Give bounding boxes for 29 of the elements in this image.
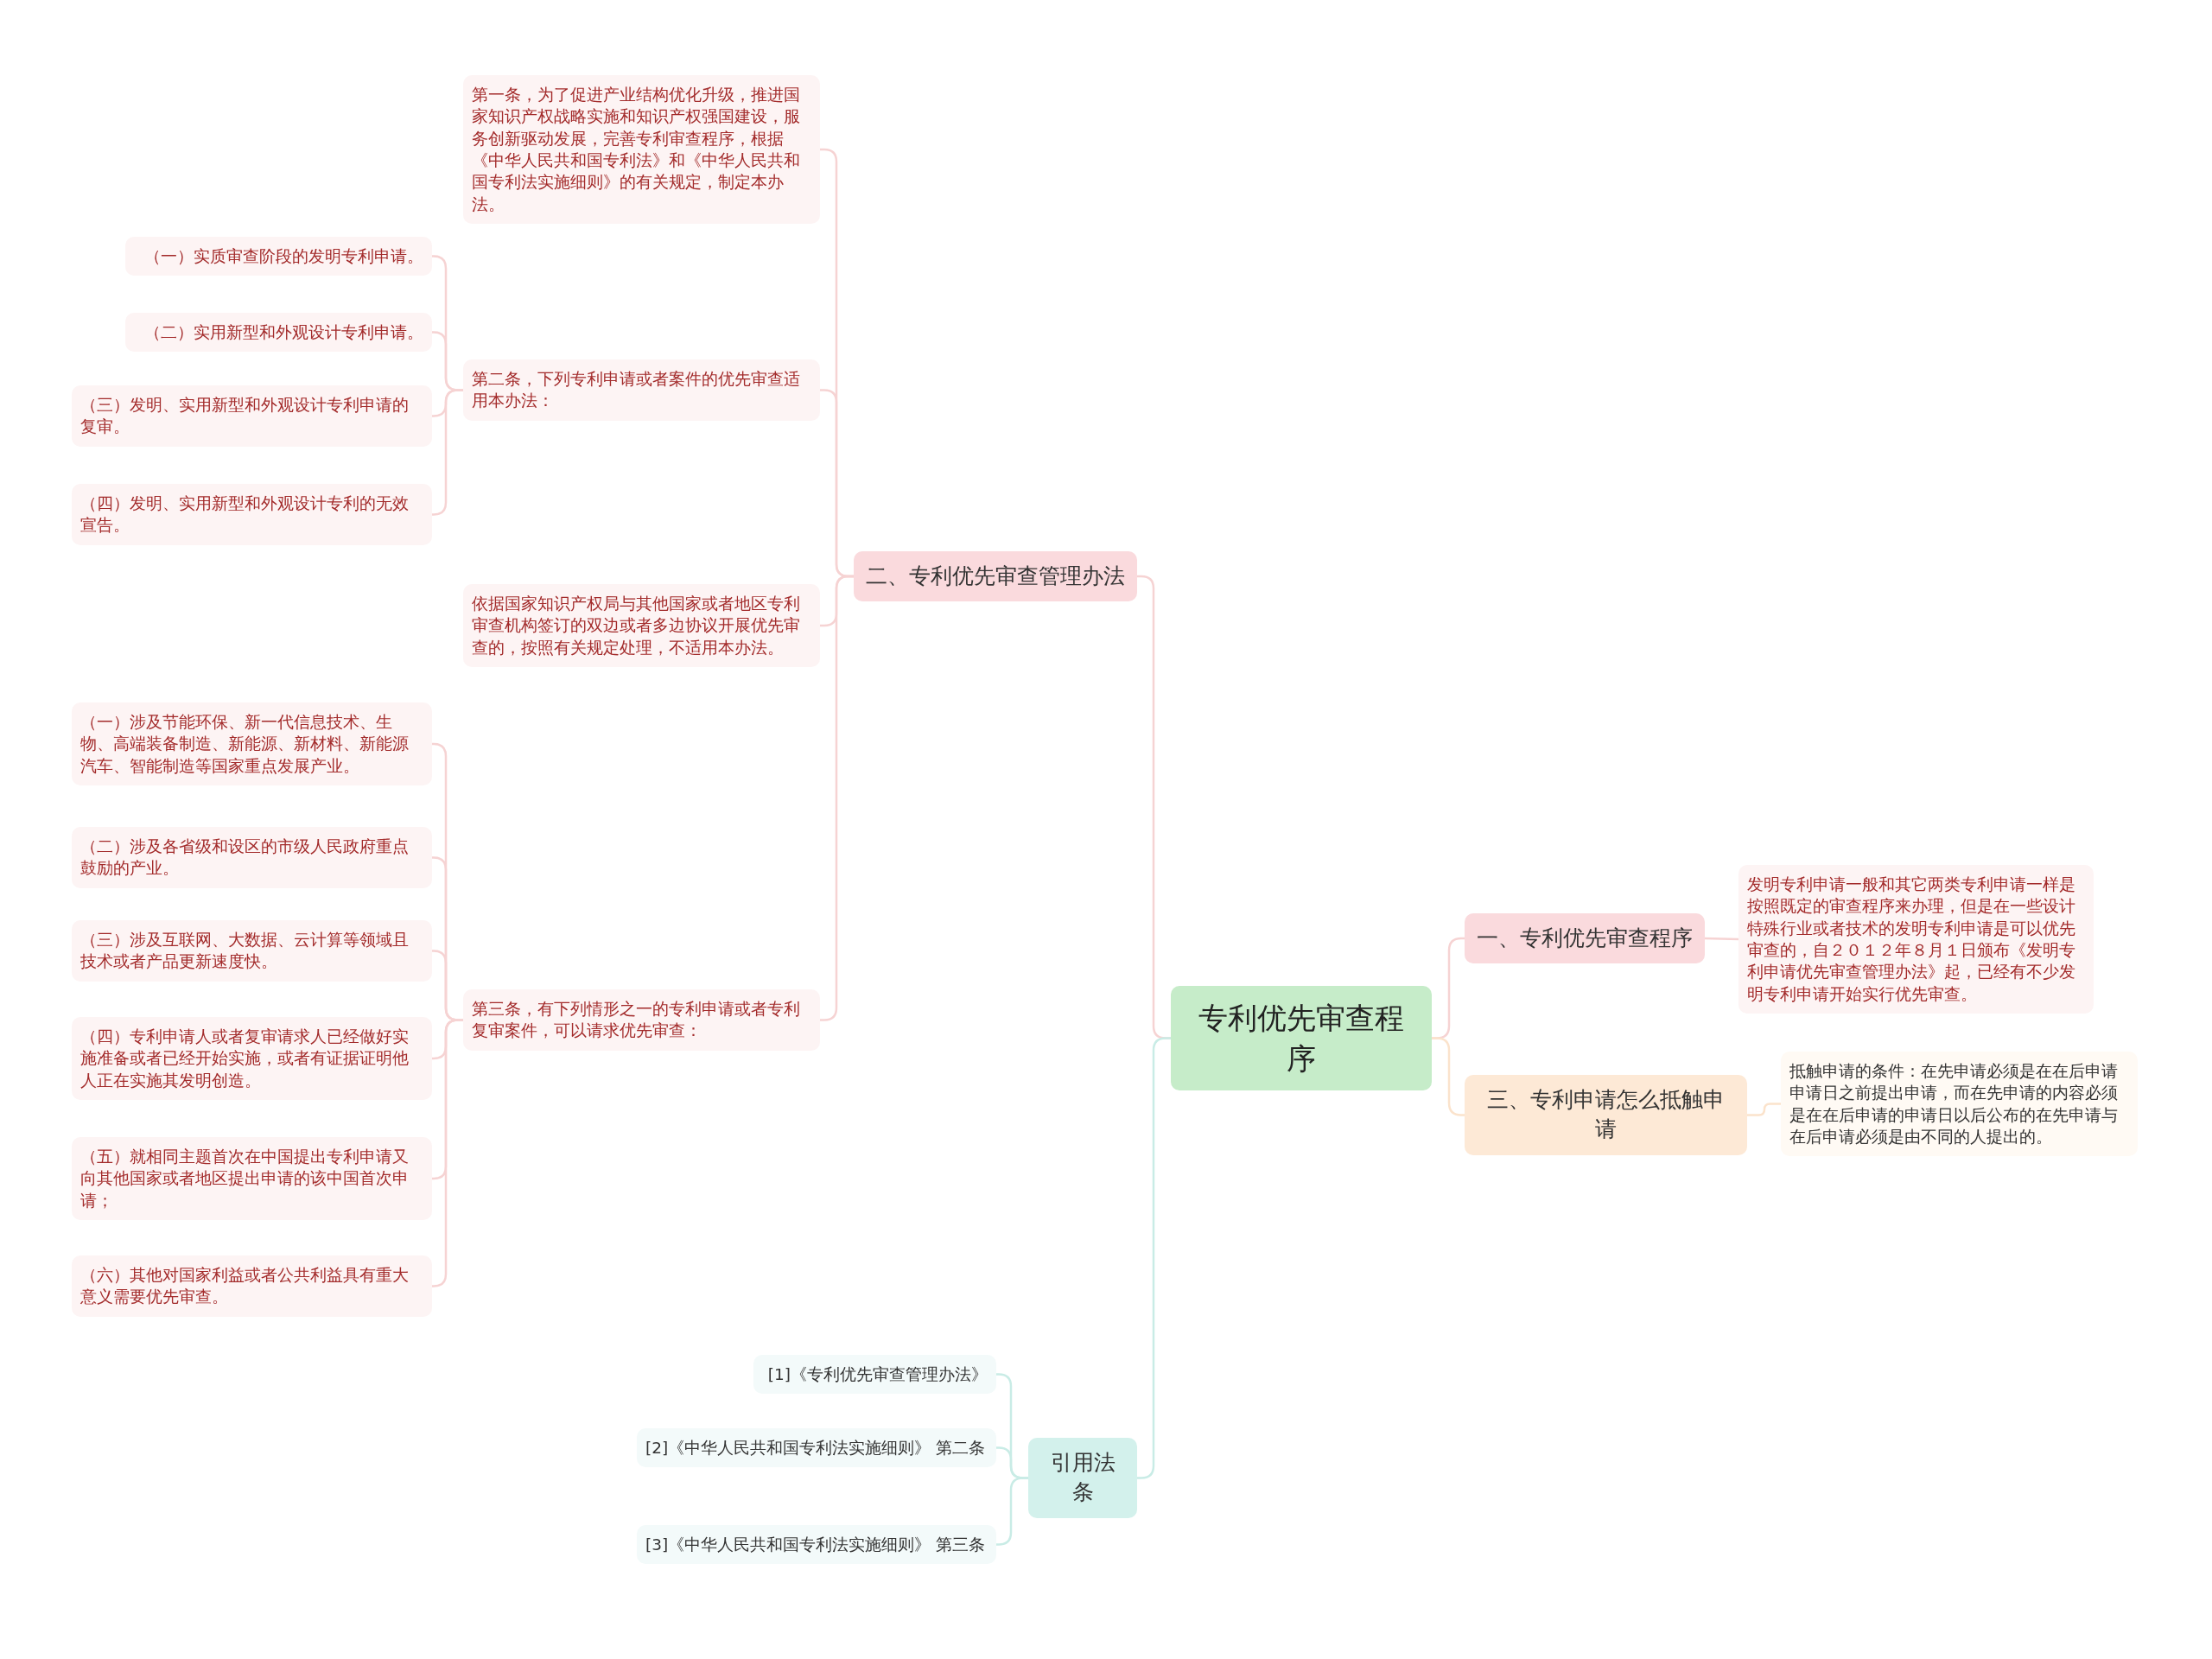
text-note-box: 第三条，有下列情形之一的专利申请或者专利复审案件，可以请求优先审查： bbox=[463, 989, 820, 1051]
text-note-box: [3]《中华人民共和国专利法实施细则》 第三条 bbox=[637, 1525, 996, 1565]
connector-line bbox=[1704, 937, 1739, 941]
root-topic-box: 专利优先审查程序 bbox=[1171, 986, 1432, 1091]
text-note-box: [1]《专利优先审查管理办法》 bbox=[753, 1355, 996, 1395]
text-note-box: （一）实质审查阶段的发明专利申请。 bbox=[125, 237, 432, 276]
connector-line bbox=[996, 1477, 1028, 1546]
text-note-box: 依据国家知识产权局与其他国家或者地区专利审查机构签订的双边或者多边协议开展优先审查的，按照有关规定处理，不适用本办法。 bbox=[463, 584, 820, 668]
text-note-box: [2]《中华人民共和国专利法实施细则》 第二条 bbox=[637, 1428, 996, 1468]
text-note-box: （四）专利申请人或者复审请求人已经做好实施准备或者已经开始实施，或者有证据证明他人正在实施其发明创造。 bbox=[72, 1017, 432, 1101]
text-note-box: （三）发明、实用新型和外观设计专利申请的复审。 bbox=[72, 385, 432, 447]
text-note-box: （六）其他对国家利益或者公共利益具有重大意义需要优先审查。 bbox=[72, 1255, 432, 1317]
connector-line bbox=[1747, 1103, 1781, 1116]
connector-line bbox=[431, 1019, 463, 1287]
text-note-box: （二）涉及各省级和设区的市级人民政府重点鼓励的产业。 bbox=[72, 827, 432, 888]
text-note-box: 发明专利申请一般和其它两类专利申请一样是按照既定的审查程序来办理，但是在一些设计特殊行业或者技术的发明专利申请是可以优先审查的，自２０１２年８月１日颁布《发明专利申请优先审查管理办法》起，已经有不少发明专利申请开始实行优先审查。 bbox=[1738, 865, 2094, 1014]
text-note-box: 第二条，下列专利申请或者案件的优先审查适用本办法： bbox=[463, 359, 820, 421]
text-note-box: （三）涉及互联网、大数据、云计算等领域且技术或者产品更新速度快。 bbox=[72, 920, 432, 982]
branch-topic-box: 二、专利优先审查管理办法 bbox=[854, 551, 1137, 602]
text-note-box: （一）涉及节能环保、新一代信息技术、生物、高端装备制造、新能源、新材料、新能源汽车、智能制造等国家重点发展产业。 bbox=[72, 702, 432, 786]
text-note-box: （四）发明、实用新型和外观设计专利的无效宣告。 bbox=[72, 484, 432, 545]
branch-topic-box: 一、专利优先审查程序 bbox=[1465, 913, 1705, 964]
text-note-box: 第一条，为了促进产业结构优化升级，推进国家知识产权战略实施和知识产权强国建设，服务创新驱动发展，完善专利审查程序，根据《中华人民共和国专利法》和《中华人民共和国专利法实施细则》的有关规定，制定本办法。 bbox=[463, 75, 820, 225]
branch-topic-box: 三、专利申请怎么抵触申请 bbox=[1465, 1075, 1747, 1155]
text-note-box: 抵触申请的条件：在先申请必须是在在后申请申请日之前提出申请，而在先申请的内容必须是在在后申请的申请日以后公布的在先申请与在后申请必须是由不同的人提出的。 bbox=[1781, 1052, 2138, 1157]
branch-topic-box: 引用法条 bbox=[1028, 1438, 1137, 1518]
text-note-box: （二）实用新型和外观设计专利申请。 bbox=[125, 313, 432, 353]
text-note-box: （五）就相同主题首次在中国提出专利申请又向其他国家或者地区提出申请的该中国首次申请； bbox=[72, 1137, 432, 1221]
connector-line bbox=[432, 389, 463, 516]
